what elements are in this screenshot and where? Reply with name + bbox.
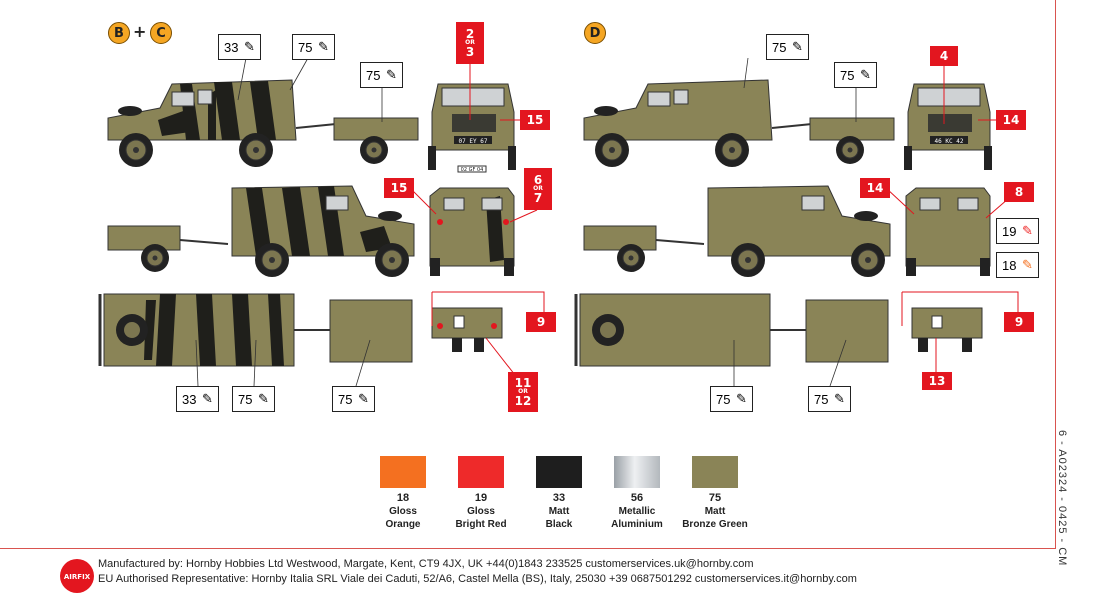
decal-tag: 8 (1004, 182, 1034, 202)
right-rear-view (905, 187, 991, 276)
brush-icon: ✎ (202, 391, 213, 406)
manufacturer-info: Manufactured by: Hornby Hobbies Ltd West… (98, 558, 754, 570)
decal-tag: 14 (996, 110, 1026, 130)
variant-badge-d: D (584, 22, 606, 44)
plate-left-rear-trailer: 02 GF 04 (461, 167, 484, 173)
brush-icon: ✎ (386, 67, 397, 82)
left-side-view-1 (107, 79, 419, 168)
variant-badge-c: C (150, 22, 172, 44)
red-leaders (409, 62, 1017, 385)
left-top-view (98, 293, 413, 367)
right-front-view: 46 KC 42 (904, 83, 992, 170)
paint-swatch (536, 456, 582, 488)
paint-callout: 75✎ (766, 34, 809, 60)
brush-icon: ✎ (736, 391, 747, 406)
paint-callout: 75✎ (292, 34, 335, 60)
svg-text:AIRFIX: AIRFIX (64, 573, 91, 581)
brush-icon: ✎ (244, 39, 255, 54)
left-side-view-2 (107, 185, 415, 278)
airfix-logo: AIRFIX (60, 559, 94, 593)
paint-swatch (380, 456, 426, 488)
variant-plus: + (133, 22, 147, 41)
paint-callout: 75✎ (710, 386, 753, 412)
paint-callout: 33✎ (176, 386, 219, 412)
brush-icon: ✎ (792, 39, 803, 54)
decal-tag: 14 (860, 178, 890, 198)
decal-tag: 9 (526, 312, 556, 332)
left-trailer-rear (431, 291, 545, 352)
right-trailer-rear (901, 291, 1019, 352)
paint-callout: 75✎ (808, 386, 851, 412)
paint-callout: 75✎ (232, 386, 275, 412)
plate-left-front: 07 EY 67 (459, 138, 488, 145)
paint-callout: 33✎ (218, 34, 261, 60)
left-front-view: 07 EY 67 02 GF 04 (428, 83, 516, 173)
right-side-view-1 (583, 79, 895, 168)
paint-callout: 75✎ (360, 62, 403, 88)
page-border-right (1055, 0, 1056, 548)
eu-representative-info: EU Authorised Representative: Hornby Ita… (98, 573, 857, 585)
paint-callout: 75✎ (834, 62, 877, 88)
brush-icon: ✎ (1022, 223, 1033, 238)
right-top-view (574, 293, 889, 367)
document-code: 6 - A02324 - 0425 - CM (1056, 430, 1068, 567)
brush-icon: ✎ (860, 67, 871, 82)
decal-tag: 4 (930, 46, 958, 66)
decal-tag: 13 (922, 372, 952, 390)
paint-swatch (614, 456, 660, 488)
variant-badge-b: B (108, 22, 130, 44)
left-rear-view (429, 187, 515, 276)
plate-right-front: 46 KC 42 (935, 138, 964, 145)
brush-icon: ✎ (318, 39, 329, 54)
paint-swatch (458, 456, 504, 488)
paint-callout: 19✎ (996, 218, 1039, 244)
brush-icon: ✎ (358, 391, 369, 406)
callout-leaders (195, 57, 857, 387)
right-side-view-2 (583, 185, 891, 278)
paint-callout: 75✎ (332, 386, 375, 412)
decal-tag: 15 (520, 110, 550, 130)
paint-swatch (692, 456, 738, 488)
page-border-bottom (0, 548, 1056, 549)
brush-icon: ✎ (834, 391, 845, 406)
decal-tag: 9 (1004, 312, 1034, 332)
brush-icon: ✎ (258, 391, 269, 406)
decal-tag: 15 (384, 178, 414, 198)
paint-callout: 18✎ (996, 252, 1039, 278)
brush-icon: ✎ (1022, 257, 1033, 272)
